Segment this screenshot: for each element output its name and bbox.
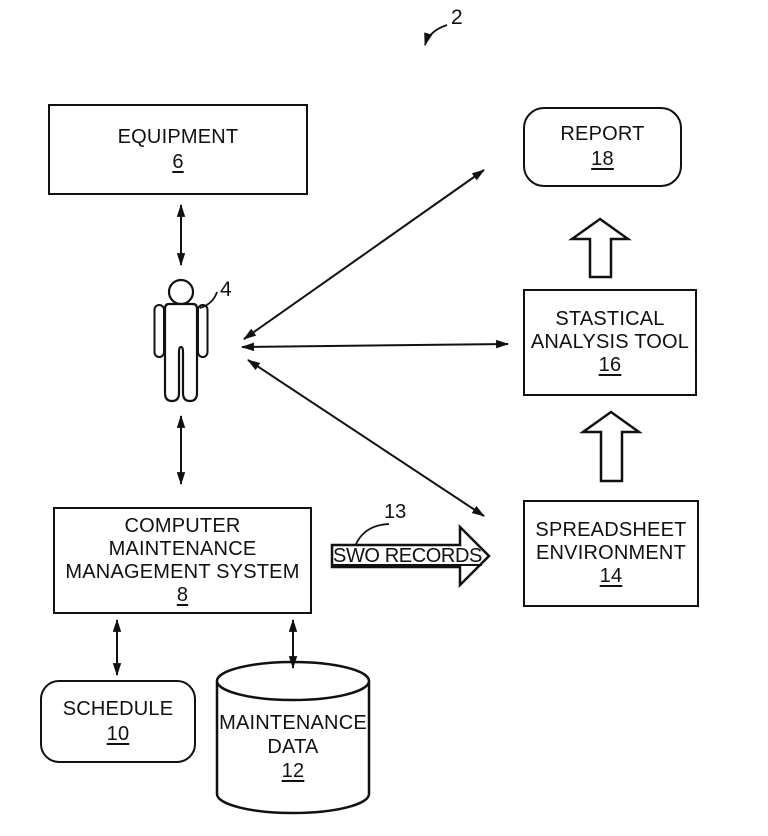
spreadsheet-label-line2: ENVIRONMENT: [536, 542, 686, 564]
cmms-label-line2: MAINTENANCE: [108, 537, 257, 560]
swo-reference-number: 13: [384, 501, 407, 523]
cmms-box: COMPUTER MAINTENANCE MANAGEMENT SYSTEM 8: [53, 507, 312, 614]
equipment-ref: 6: [172, 150, 184, 173]
arrow-person-statistical: [240, 339, 510, 352]
spreadsheet-ref: 14: [599, 565, 623, 587]
statistical-ref: 16: [598, 354, 622, 376]
block-arrow-statistical-to-report: [568, 217, 632, 279]
arrow-person-report: [243, 169, 485, 340]
report-ref: 18: [591, 148, 614, 170]
leader-lines: [199, 24, 448, 545]
statistical-label-line2: ANALYSIS TOOL: [530, 331, 690, 353]
spreadsheet-environment-box: SPREADSHEET ENVIRONMENT 14: [523, 500, 699, 607]
arrow-person-spreadsheet: [247, 359, 485, 517]
schedule-label: SCHEDULE: [62, 697, 174, 720]
block-arrow-spreadsheet-to-statistical: [579, 410, 643, 483]
figure-reference-number: 2: [451, 6, 463, 29]
connector-arrows: [112, 169, 510, 677]
maintenance-data-ref: 12: [281, 760, 305, 782]
schedule-box: SCHEDULE 10: [40, 680, 196, 763]
report-label: REPORT: [560, 123, 645, 145]
maintenance-data-label-group: MAINTENANCE DATA 12: [219, 702, 367, 792]
swo-records-arrow: [330, 523, 491, 589]
cmms-label-line3: MANAGEMENT SYSTEM: [65, 560, 300, 583]
statistical-label-line1: STASTICAL: [555, 308, 665, 330]
report-box: REPORT 18: [523, 107, 682, 187]
leader-13: [355, 523, 390, 545]
user-icon: [153, 278, 209, 403]
leader-4: [199, 291, 218, 309]
swo-records-label: SWO RECORDS: [333, 544, 482, 567]
cmms-label-line1: COMPUTER: [124, 514, 241, 537]
schedule-ref: 10: [106, 722, 130, 745]
spreadsheet-label-line1: SPREADSHEET: [535, 519, 687, 541]
person-reference-number: 4: [220, 278, 232, 301]
cmms-ref: 8: [176, 583, 189, 606]
equipment-label: EQUIPMENT: [117, 125, 239, 148]
maintenance-data-label-line2: DATA: [267, 736, 319, 758]
statistical-analysis-tool-box: STASTICAL ANALYSIS TOOL 16: [523, 289, 697, 396]
maintenance-data-label-line1: MAINTENANCE: [219, 712, 367, 734]
equipment-box: EQUIPMENT 6: [48, 104, 308, 195]
leader-2-pointer: [424, 24, 448, 47]
